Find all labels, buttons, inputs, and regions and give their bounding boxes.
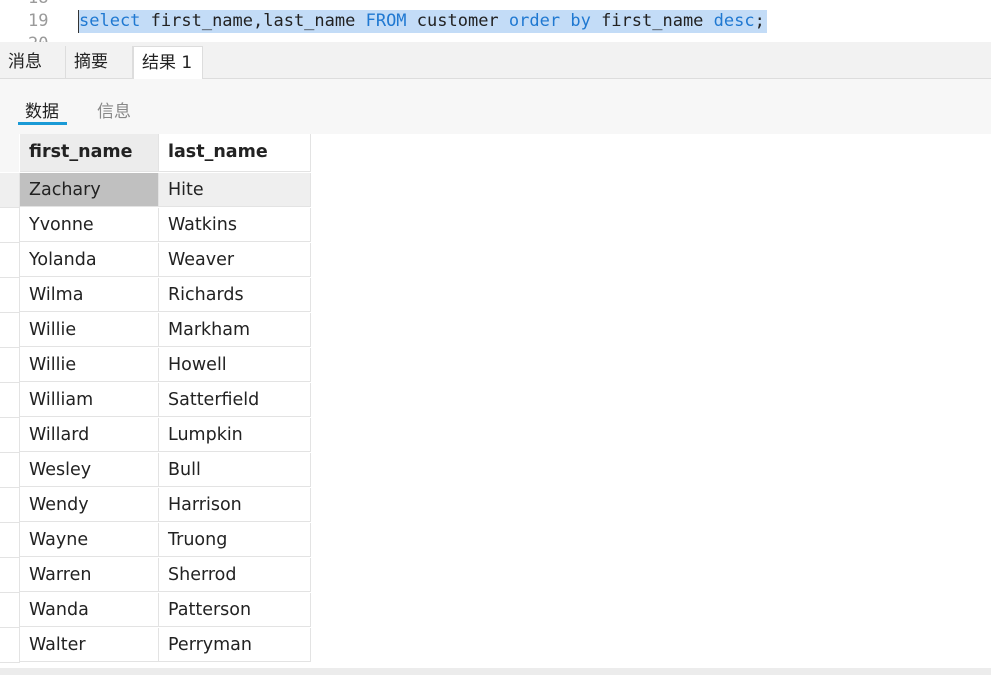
cell-last-name[interactable]: Satterfield [159,383,311,417]
sql-text: first_name,last_name [140,11,366,31]
cell-first-name[interactable]: Wilma [20,278,159,312]
cell-first-name[interactable]: Wanda [20,593,159,627]
result-tab-bar: 消息 摘要 结果 1 [0,42,991,79]
row-indicator[interactable] [0,383,20,418]
row-indicator[interactable] [0,453,20,488]
cell-first-name[interactable]: Wendy [20,488,159,522]
cell-first-name[interactable]: Yvonne [20,208,159,242]
cell-first-name[interactable]: Willie [20,348,159,382]
row-indicator[interactable] [0,173,20,208]
sql-keyword: select [79,11,141,31]
cell-last-name[interactable]: Hite [159,173,311,207]
sql-editor[interactable]: 18 19 20 select first_name,last_name FRO… [0,0,991,42]
row-indicator[interactable] [0,208,20,243]
tab-summary[interactable]: 摘要 [66,46,133,78]
cell-last-name[interactable]: Richards [159,278,311,312]
sql-text: customer [406,11,509,31]
cell-last-name[interactable]: Harrison [159,488,311,522]
cell-first-name[interactable]: Wayne [20,523,159,557]
cell-first-name[interactable]: Warren [20,558,159,592]
cell-first-name[interactable]: Willard [20,418,159,452]
horizontal-scrollbar[interactable] [0,668,991,675]
row-indicator[interactable] [0,348,20,383]
sql-text: ; [754,11,765,31]
sql-keyword: order [508,11,561,31]
line-number: 18 [28,0,52,8]
line-number: 20 [28,34,52,42]
column-header-last-name[interactable]: last_name [159,134,311,172]
row-indicator[interactable] [0,628,20,663]
sql-query-line[interactable]: select first_name,last_name FROM custome… [78,10,767,33]
column-header-first-name[interactable]: first_name [20,134,159,172]
sql-text [560,11,570,31]
row-indicator[interactable] [0,418,20,453]
cell-last-name[interactable]: Weaver [159,243,311,277]
row-indicator[interactable] [0,488,20,523]
row-indicator-header [0,134,19,172]
row-indicator[interactable] [0,313,20,348]
cell-last-name[interactable]: Patterson [159,593,311,627]
line-number: 19 [28,11,49,31]
cell-last-name[interactable]: Sherrod [159,558,311,592]
subtab-data[interactable]: 数据 [25,102,59,122]
cell-first-name[interactable]: Wesley [20,453,159,487]
sql-keyword: desc [713,11,755,31]
row-indicator[interactable] [0,593,20,628]
row-indicator[interactable] [0,243,20,278]
cell-last-name[interactable]: Lumpkin [159,418,311,452]
cell-first-name[interactable]: Walter [20,628,159,662]
table-header: first_name last_name [0,134,311,172]
cell-last-name[interactable]: Bull [159,453,311,487]
cell-last-name[interactable]: Markham [159,313,311,347]
cell-first-name[interactable]: William [20,383,159,417]
cell-last-name[interactable]: Perryman [159,628,311,662]
cell-first-name[interactable]: Willie [20,313,159,347]
active-subtab-indicator [18,122,67,125]
row-indicator[interactable] [0,558,20,593]
sub-tab-bar: 数据 信息 [0,79,991,134]
sql-text: first_name [590,11,714,31]
cell-last-name[interactable]: Howell [159,348,311,382]
tab-messages[interactable]: 消息 [0,46,66,78]
cell-last-name[interactable]: Truong [159,523,311,557]
subtab-info[interactable]: 信息 [97,102,131,122]
tab-result-1[interactable]: 结果 1 [133,46,203,79]
row-indicator[interactable] [0,523,20,558]
sql-keyword: by [570,11,591,31]
cell-last-name[interactable]: Watkins [159,208,311,242]
cell-first-name[interactable]: Zachary [20,173,159,207]
sql-keyword: FROM [365,11,407,31]
row-indicator[interactable] [0,278,20,313]
cell-first-name[interactable]: Yolanda [20,243,159,277]
